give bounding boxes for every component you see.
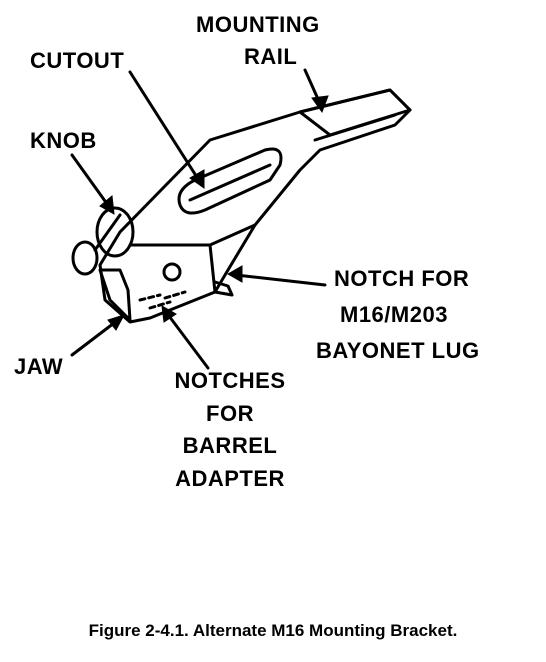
cutout-slot xyxy=(177,147,283,215)
label-adapter: ADAPTER xyxy=(175,466,285,491)
figure-caption: Figure 2-4.1. Alternate M16 Mounting Bra… xyxy=(88,621,458,640)
leader-bayonet-lug xyxy=(234,273,327,287)
leader-notches xyxy=(164,310,210,370)
label-notches: NOTCHES xyxy=(174,368,286,393)
label-mounting: MOUNTING xyxy=(196,12,320,37)
label-cutout: CUTOUT xyxy=(30,48,125,73)
label-for: FOR xyxy=(206,401,254,426)
label-bayonet-lug: BAYONET LUG xyxy=(316,338,480,363)
label-m16-m203: M16/M203 xyxy=(340,302,448,327)
leader-jaw xyxy=(70,318,120,357)
bayonet-lug-notch xyxy=(213,280,234,297)
barrel-adapter-notches xyxy=(138,290,187,310)
leader-cutout xyxy=(128,70,202,184)
leader-knob xyxy=(70,153,112,210)
label-notch-for: NOTCH FOR xyxy=(334,266,470,291)
mounting-rail xyxy=(298,88,412,137)
label-rail: RAIL xyxy=(244,44,298,69)
label-knob: KNOB xyxy=(30,128,97,153)
knob-shape xyxy=(95,206,135,258)
jaw-shape xyxy=(98,268,132,322)
label-barrel: BARREL xyxy=(182,433,278,458)
label-jaw: JAW xyxy=(14,354,64,379)
